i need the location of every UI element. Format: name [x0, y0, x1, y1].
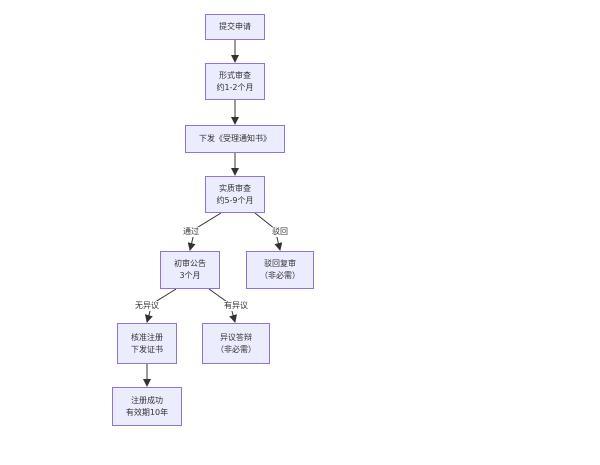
node-formal-review-title: 形式审查 — [219, 70, 251, 80]
node-registration-success-validity: 有效期10年 — [125, 407, 169, 417]
node-substantive-review-title: 实质审查 — [219, 183, 251, 193]
node-formal-review-duration: 约1-2个月 — [216, 82, 254, 92]
node-approve-register-action: 下发证书 — [131, 344, 163, 354]
node-preliminary-announcement: 初审公告 3个月 — [160, 251, 220, 289]
node-substantive-review: 实质审查 约5-9个月 — [205, 176, 265, 213]
node-submit-application: 提交申请 — [205, 14, 265, 40]
node-rejection-review-title: 驳回复审 — [264, 259, 296, 268]
node-registration-success-title: 注册成功 — [131, 395, 163, 405]
node-rejection-review-note: （非必需） — [260, 271, 300, 280]
edge-label-no-objection: 无异议 — [134, 301, 160, 311]
edge-label-pass: 通过 — [182, 227, 200, 237]
node-acceptance-notice-text: 下发《受理通知书》 — [199, 134, 271, 143]
node-registration-success: 注册成功 有效期10年 — [112, 387, 182, 426]
edge-label-objection: 有异议 — [223, 301, 249, 311]
node-approve-register: 核准注册 下发证书 — [117, 323, 177, 364]
node-acceptance-notice: 下发《受理通知书》 — [185, 125, 285, 153]
node-approve-register-title: 核准注册 — [131, 332, 163, 342]
node-preliminary-announcement-title: 初审公告 — [174, 259, 206, 268]
node-opposition-reply-title: 异议答辩 — [220, 332, 252, 342]
edge-label-reject: 驳回 — [271, 227, 289, 237]
node-substantive-review-duration: 约5-9个月 — [216, 195, 254, 205]
node-rejection-review: 驳回复审 （非必需） — [246, 251, 314, 289]
node-preliminary-announcement-duration: 3个月 — [179, 271, 201, 280]
node-submit-application-text: 提交申请 — [219, 22, 251, 31]
node-opposition-reply: 异议答辩 （非必需） — [202, 323, 270, 364]
node-formal-review: 形式审查 约1-2个月 — [205, 63, 265, 100]
node-opposition-reply-note: （非必需） — [216, 344, 256, 354]
